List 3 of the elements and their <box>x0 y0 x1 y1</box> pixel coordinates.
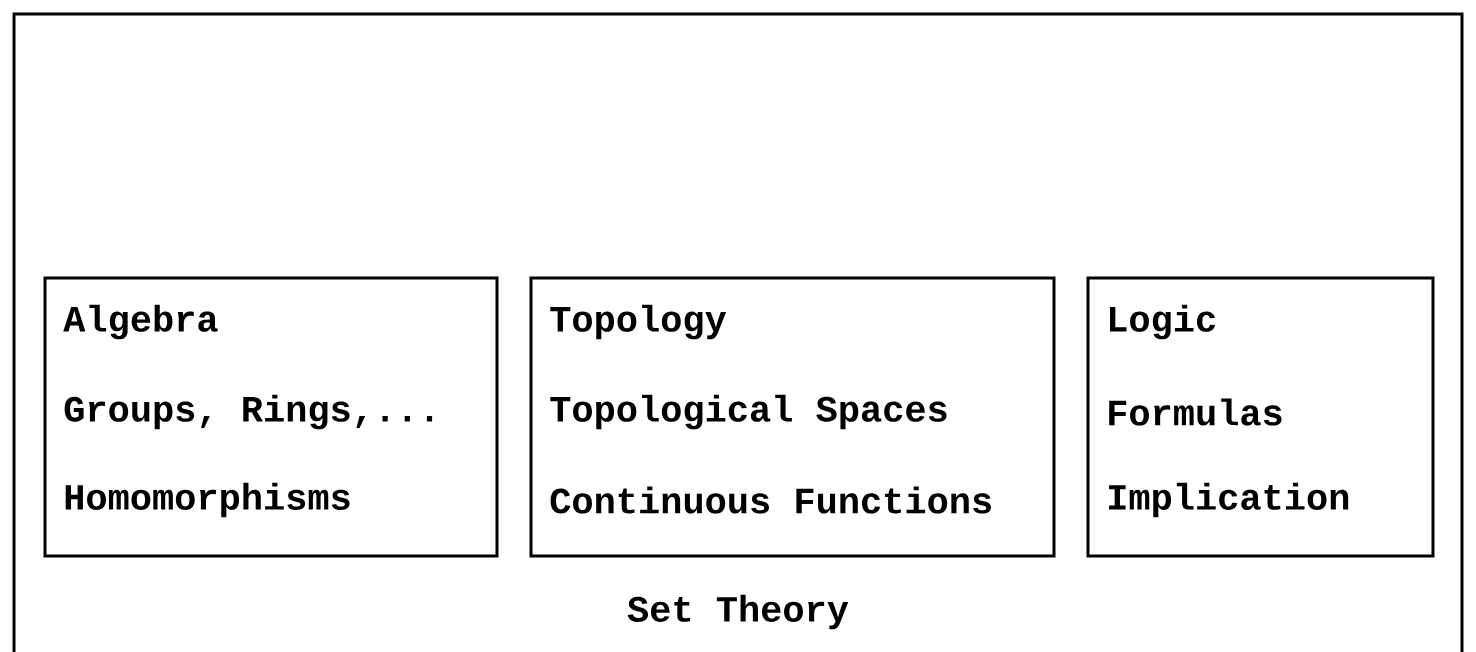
text-box: Logic Formulas Implication <box>1086 276 1435 558</box>
text-box: Topology Topological Spaces Continuous Functions <box>529 276 1056 558</box>
text-box: Algebra Groups, Rings,... Homomorphisms <box>43 276 499 558</box>
